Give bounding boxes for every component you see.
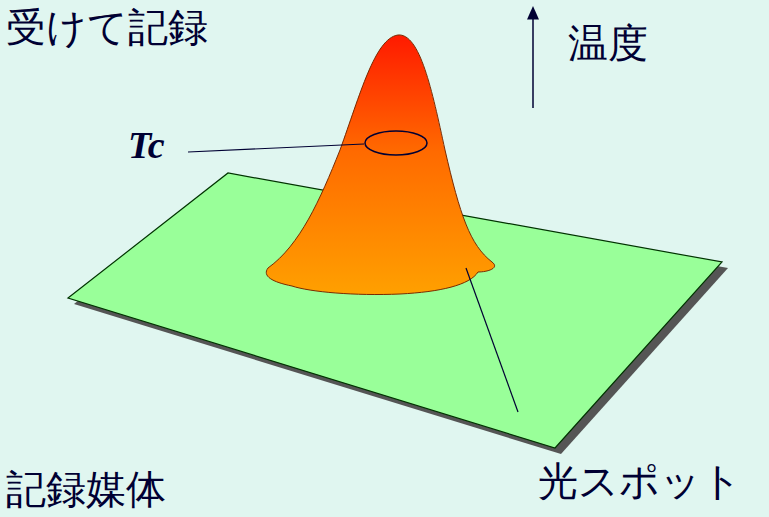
caption-text: 受けて記録	[6, 4, 208, 50]
tc-contour	[365, 131, 427, 155]
axis-label: 温度	[568, 20, 648, 66]
temperature-label: Tc	[128, 124, 165, 168]
leader-line	[466, 268, 518, 412]
temperature-axis	[532, 12, 534, 108]
part-label: 光スポット	[538, 458, 742, 504]
temperature-peak	[266, 35, 494, 295]
part-label: 記録媒体	[6, 466, 166, 512]
leader-line	[188, 144, 364, 152]
